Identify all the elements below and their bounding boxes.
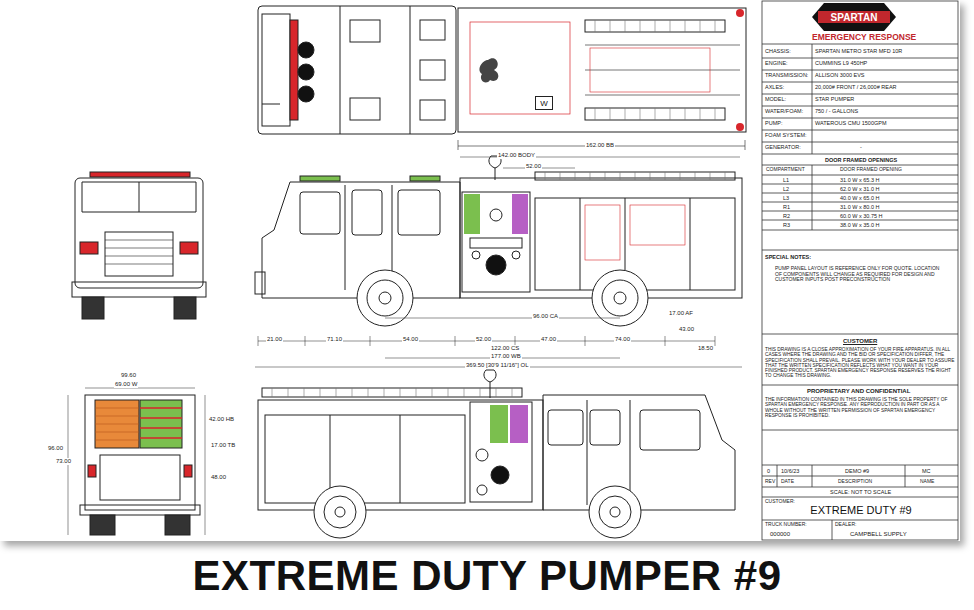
spec-text: CUSTOMER bbox=[843, 338, 877, 345]
spec-text: WATEROUS CMU 1500GPM bbox=[815, 120, 887, 126]
spec-text: TRANSMISSION: bbox=[765, 72, 808, 78]
spec-text: STAR PUMPER bbox=[815, 96, 854, 102]
dimension-label: 17.00 AF bbox=[668, 310, 694, 317]
spec-text: ENGINE: bbox=[765, 60, 788, 66]
dimension-label: 42.00 HB bbox=[208, 416, 235, 423]
spec-text: ALLISON 3000 EVS bbox=[815, 72, 865, 78]
dimension-label: 74.00 bbox=[614, 336, 631, 343]
front-view bbox=[72, 172, 206, 319]
dimension-label: 369.50 [30'9 11/16"] OL bbox=[465, 362, 530, 369]
dimension-label: 17.00 TB bbox=[210, 442, 236, 449]
driver-side-view bbox=[255, 156, 742, 367]
spec-text: R2 bbox=[783, 213, 790, 219]
spec-text: 750 / - GALLONS bbox=[815, 108, 858, 114]
spec-text: DOOR FRAMED OPENING bbox=[840, 167, 902, 173]
dimension-label: 122.00 CS bbox=[490, 345, 520, 352]
dimension-label: 96.00 bbox=[47, 445, 64, 452]
spec-text: 38.0 W x 35.0 H bbox=[840, 222, 879, 228]
spec-text: PUMP: bbox=[765, 120, 782, 126]
dimension-label: 47.00 bbox=[540, 336, 557, 343]
spec-text: REV bbox=[765, 479, 775, 485]
note-text: PUMP PANEL LAYOUT IS REFERENCE ONLY FOR … bbox=[775, 266, 945, 283]
spec-text: PROPRIETARY AND CONFIDENTIAL bbox=[807, 388, 910, 395]
top-view bbox=[258, 6, 746, 150]
spec-text: 000000 bbox=[770, 531, 790, 538]
note-text: THIS DRAWING IS A CLOSE APPROXIMATION OF… bbox=[765, 347, 955, 379]
spec-text: CHASSIS: bbox=[765, 48, 791, 54]
spec-text: L3 bbox=[783, 195, 789, 201]
dimension-label: 48.00 bbox=[210, 474, 227, 481]
spec-text: WATER/FOAM: bbox=[765, 108, 803, 114]
spec-text: L2 bbox=[783, 186, 789, 192]
spec-text: R3 bbox=[783, 222, 790, 228]
dimension-label: 69.00 W bbox=[114, 381, 138, 388]
spec-text: 10/6/23 bbox=[781, 468, 799, 474]
spec-text: CUSTOMER: bbox=[765, 499, 795, 505]
spec-text: MC bbox=[922, 468, 931, 474]
customer-name-box: EXTREME DUTY #9 bbox=[770, 501, 952, 519]
spec-text: 0 bbox=[767, 468, 770, 474]
spec-text: 31.0 W x 65.3 H bbox=[840, 177, 879, 183]
spec-text: COMPARTMENT bbox=[766, 167, 805, 173]
spec-text: MODEL: bbox=[765, 96, 786, 102]
spec-text: 20,000# FRONT / 26,000# REAR bbox=[815, 84, 897, 90]
spec-text: SCALE: NOT TO SCALE bbox=[830, 489, 891, 495]
spec-text: AXLES: bbox=[765, 84, 784, 90]
dimension-label: 21.00 bbox=[266, 336, 283, 343]
node-text: SPARTAN bbox=[831, 12, 878, 23]
dimension-label: 162.00 BB bbox=[585, 142, 615, 149]
dimension-label: 71.10 bbox=[326, 336, 343, 343]
dimension-label: 52.00 bbox=[525, 163, 542, 170]
dimension-label: 99.60 bbox=[120, 372, 137, 379]
dimension-label: 73.00 bbox=[55, 458, 72, 465]
spec-text: CUMMINS L9 450HP bbox=[815, 60, 867, 66]
dimension-label: 96.00 CA bbox=[532, 313, 559, 320]
spec-text: 40.0 W x 65.0 H bbox=[840, 195, 879, 201]
spec-text: NAME bbox=[920, 479, 934, 485]
rear-view bbox=[68, 388, 205, 535]
spec-text: DEALER: bbox=[835, 522, 856, 528]
node-text: W bbox=[540, 99, 548, 108]
page-title: EXTREME DUTY PUMPER #9 bbox=[0, 552, 974, 600]
dimension-label: 18.50 bbox=[697, 345, 714, 352]
dimension-label: 142.00 BODY bbox=[497, 152, 536, 159]
spec-text: DOOR FRAMED OPENINGS bbox=[825, 157, 897, 163]
spec-text: GENERATOR: bbox=[765, 144, 801, 150]
spec-text: DATE bbox=[781, 479, 794, 485]
spec-text: SPECIAL NOTES: bbox=[765, 254, 811, 260]
title-block-grid bbox=[762, 1, 958, 540]
spec-text: SPARTAN METRO STAR MFD 10R bbox=[815, 48, 902, 54]
spec-text: EMERGENCY RESPONSE bbox=[812, 33, 916, 42]
spec-text: DEMO #9 bbox=[845, 468, 869, 474]
officer-side-view bbox=[258, 370, 735, 538]
note-text: THE INFORMATION CONTAINED IN THIS DRAWIN… bbox=[765, 397, 955, 418]
compartment-tag: W bbox=[535, 96, 553, 110]
spec-text: - bbox=[860, 144, 862, 150]
spec-text: 62.0 W x 31.0 H bbox=[840, 186, 879, 192]
node-text: EXTREME DUTY #9 bbox=[810, 504, 911, 516]
spec-text: 60.0 W x 30.75 H bbox=[840, 213, 883, 219]
dimension-label: 54.00 bbox=[402, 336, 419, 343]
dimension-label: 52.00 bbox=[475, 336, 492, 343]
spec-text: L1 bbox=[783, 177, 789, 183]
dimension-label: 177.00 WB bbox=[490, 353, 522, 360]
spec-text: DESCRIPTION bbox=[838, 479, 872, 485]
spec-text: 31.0 W x 80.0 H bbox=[840, 204, 879, 210]
dimension-label: 43.00 bbox=[678, 326, 695, 333]
spec-text: CAMPBELL SUPPLY bbox=[850, 531, 907, 538]
logo-badge: SPARTAN bbox=[812, 3, 896, 31]
spec-text: FOAM SYSTEM: bbox=[765, 132, 807, 138]
spec-text: R1 bbox=[783, 204, 790, 210]
spec-text: TRUCK NUMBER: bbox=[765, 522, 807, 528]
